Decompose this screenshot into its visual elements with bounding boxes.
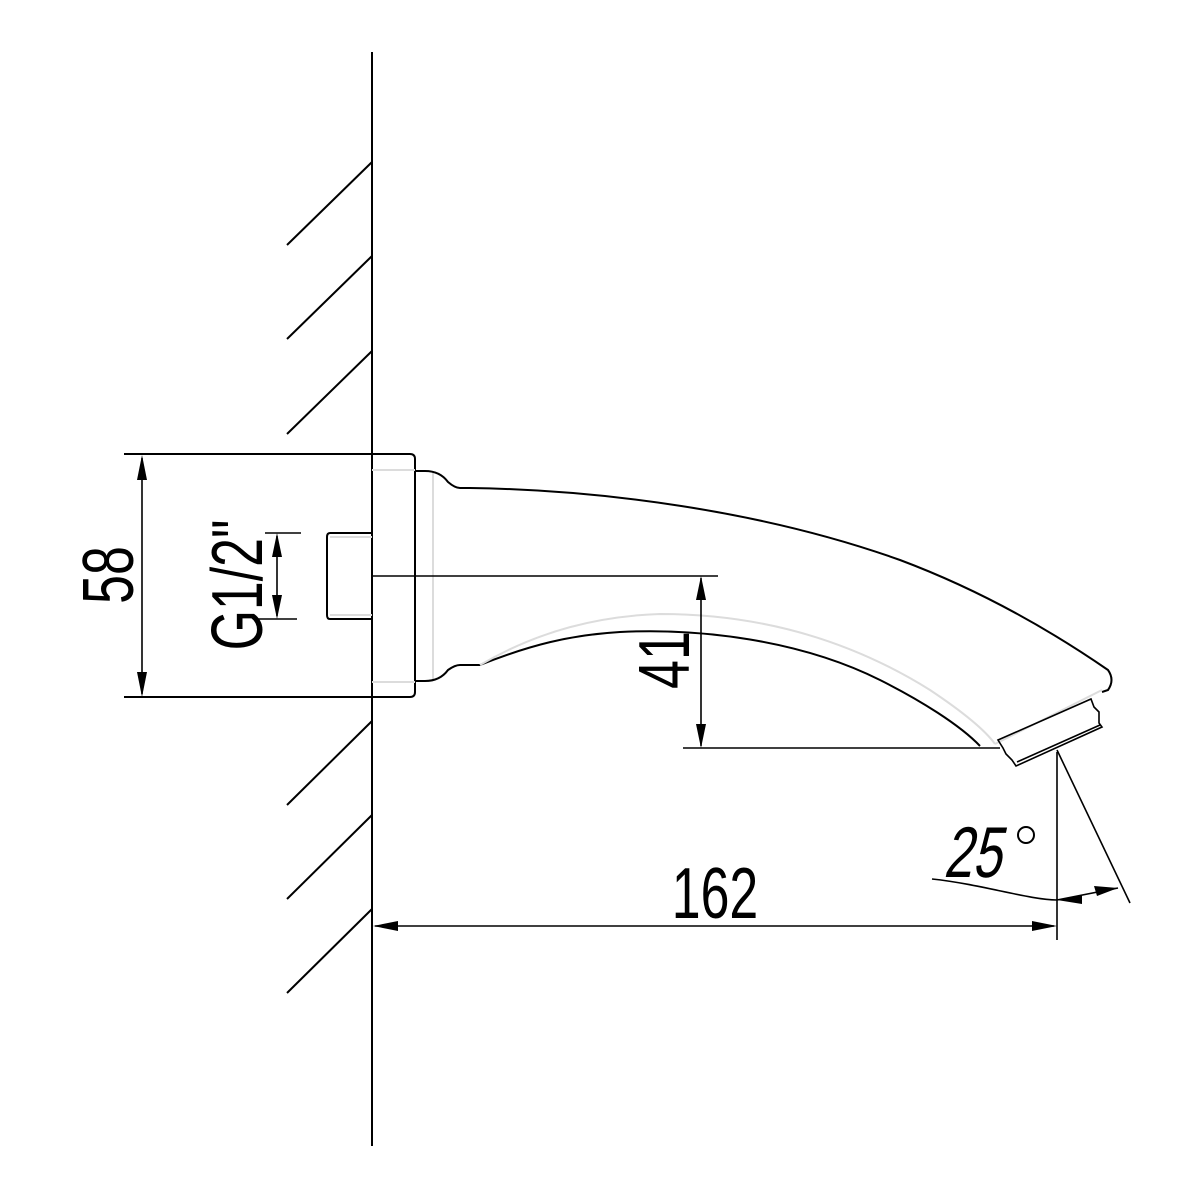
dim-41-label: 41	[625, 631, 705, 689]
dim-58: 58	[69, 455, 149, 697]
dim-58-label: 58	[69, 546, 149, 604]
dim-41: 41	[625, 576, 1000, 749]
wall	[286, 52, 373, 1146]
dim-25-deg: 25	[931, 749, 1131, 904]
thread-connector	[326, 532, 372, 620]
dim-25-label: 25	[940, 813, 1015, 893]
dim-162: 162	[373, 752, 1058, 940]
degree-symbol	[1017, 826, 1035, 844]
aerator	[996, 697, 1104, 768]
spout-body	[415, 470, 1113, 747]
dim-thread: G1/2"	[198, 520, 301, 651]
wall-hatching	[286, 161, 373, 994]
dim-162-label: 162	[672, 854, 758, 934]
dim-thread-label: G1/2"	[198, 520, 278, 651]
